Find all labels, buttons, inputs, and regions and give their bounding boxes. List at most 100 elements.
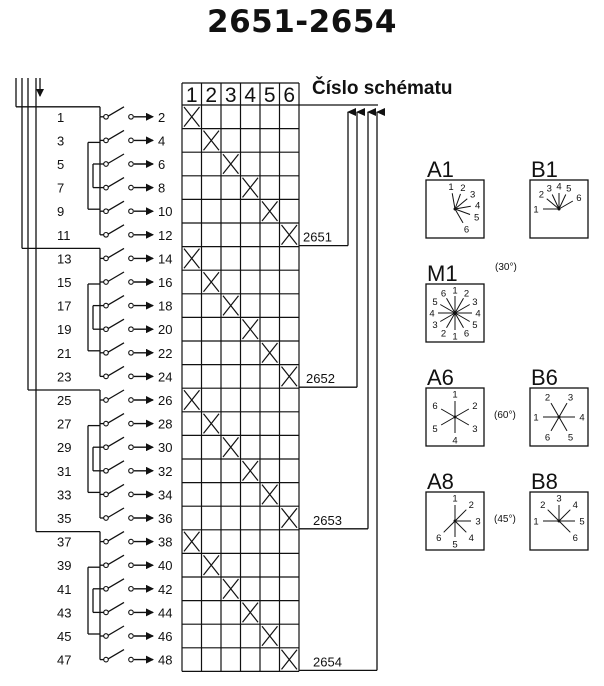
schema-number: 2653 xyxy=(313,513,342,528)
switch-blade xyxy=(106,153,125,165)
position-ray xyxy=(558,509,571,522)
contact-node xyxy=(128,161,134,167)
position-label: 3 xyxy=(475,517,480,528)
terminal-number-right: 26 xyxy=(158,393,172,408)
position-ray xyxy=(454,312,470,322)
terminal-number-left: 21 xyxy=(57,346,71,361)
position-label: 6 xyxy=(545,432,550,443)
contact-mark xyxy=(261,342,278,363)
terminal-number-left: 9 xyxy=(57,204,64,219)
contact-node xyxy=(103,444,109,451)
terminal-number-right: 10 xyxy=(158,204,172,219)
position-label: 1 xyxy=(452,332,457,343)
position-label: 6 xyxy=(464,224,469,235)
contact-node xyxy=(103,491,109,498)
position-box xyxy=(529,179,589,239)
terminal-number-right: 22 xyxy=(158,346,172,361)
contact-mark xyxy=(261,201,278,222)
contact-node xyxy=(103,231,109,238)
bus-wiring xyxy=(15,78,104,661)
position-ray xyxy=(558,520,571,533)
position-label: 5 xyxy=(432,297,437,308)
position-ray xyxy=(454,408,470,418)
position-center xyxy=(453,415,457,419)
contact-node xyxy=(103,208,109,215)
terminal-number-right: 30 xyxy=(158,440,172,455)
position-ray xyxy=(558,194,567,210)
angle-note: (30°) xyxy=(495,262,517,273)
contact-node xyxy=(128,609,134,616)
terminal-number-left: 17 xyxy=(57,299,71,314)
contact-node xyxy=(128,585,134,592)
position-label: 5 xyxy=(566,184,571,195)
switch-blade xyxy=(106,578,125,590)
contact-node xyxy=(128,326,134,333)
terminal-number-left: 29 xyxy=(57,440,71,455)
terminal-number-left: 19 xyxy=(57,322,71,337)
contact-node xyxy=(128,562,134,569)
position-label: 5 xyxy=(568,432,573,443)
position-label: 3 xyxy=(568,393,573,404)
position-label: 3 xyxy=(470,190,475,201)
position-id: B8 xyxy=(531,469,558,494)
terminal-number-left: 5 xyxy=(57,157,64,172)
contact-mark xyxy=(203,271,220,293)
position-box xyxy=(425,491,485,551)
position-label: 4 xyxy=(469,533,474,544)
terminal-number-left: 27 xyxy=(57,417,71,432)
terminal-number-right: 18 xyxy=(158,299,172,314)
diagram-title: 2651-2654 xyxy=(207,4,397,40)
position-label: 2 xyxy=(464,289,469,300)
contact-node xyxy=(128,255,134,262)
position-ray xyxy=(454,298,464,314)
position-label: 6 xyxy=(576,193,581,204)
terminal-number-left: 37 xyxy=(57,535,71,550)
position-label: 6 xyxy=(464,328,469,339)
position-ray xyxy=(550,416,560,432)
contact-node xyxy=(128,279,134,285)
column-header: 2 xyxy=(205,84,217,107)
position-label: 5 xyxy=(452,540,457,551)
position-id: B1 xyxy=(531,157,558,182)
switch-blade xyxy=(106,436,125,448)
position-label: 6 xyxy=(573,533,578,544)
position-id: B6 xyxy=(531,365,558,390)
position-label: 1 xyxy=(533,413,538,424)
contact-mark xyxy=(242,319,259,340)
column-header: 3 xyxy=(225,84,237,107)
position-center xyxy=(453,519,457,523)
terminal-number-right: 36 xyxy=(158,511,172,526)
position-label: 2 xyxy=(469,500,474,511)
position-ray xyxy=(454,198,468,210)
position-label: 2 xyxy=(545,393,550,404)
terminal-number-left: 15 xyxy=(57,275,71,290)
terminal-number-right: 12 xyxy=(158,228,172,243)
position-ray xyxy=(454,509,467,522)
contact-node xyxy=(103,609,109,616)
switch-blade xyxy=(106,413,125,425)
contact-mark xyxy=(203,413,220,434)
position-ray xyxy=(550,402,560,418)
position-label: 4 xyxy=(475,201,480,212)
switch-blade xyxy=(106,129,125,141)
terminal-number-right: 38 xyxy=(158,535,172,550)
contact-node xyxy=(128,538,134,545)
position-ray xyxy=(454,193,461,210)
position-ray xyxy=(546,198,560,210)
switch-blade xyxy=(106,271,125,283)
contact-node xyxy=(128,444,134,451)
contact-mark xyxy=(222,295,239,316)
position-ray xyxy=(558,402,568,418)
position-label: 3 xyxy=(472,297,477,308)
terminal-number-right: 8 xyxy=(158,181,165,196)
contact-node xyxy=(103,585,109,592)
terminal-number-left: 1 xyxy=(57,110,64,125)
angle-note: (45°) xyxy=(494,514,516,525)
position-box xyxy=(529,491,589,551)
terminal-number-right: 44 xyxy=(158,605,172,620)
switch-blade xyxy=(106,200,125,212)
